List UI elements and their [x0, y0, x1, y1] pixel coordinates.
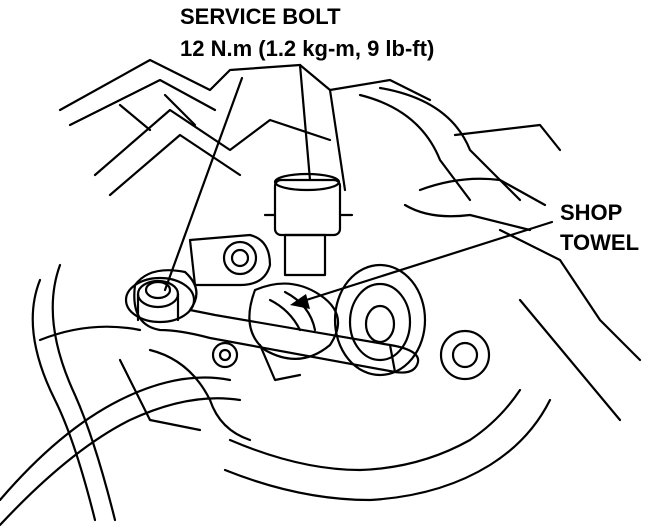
left-hoses — [0, 263, 242, 527]
service-bolt-leader — [163, 76, 244, 292]
service-bolt-torque: 12 N.m (1.2 kg-m, 9 lb-ft) — [180, 36, 435, 61]
wrench — [133, 269, 420, 374]
service-bolt-title: SERVICE BOLT — [180, 4, 341, 29]
shop-towel-label-line1: SHOP — [560, 200, 623, 225]
leader-lines — [163, 76, 554, 309]
shop-towel-label-line2: TOWEL — [560, 230, 640, 255]
sensor-fitting — [263, 172, 354, 277]
bracket — [188, 233, 272, 287]
shop-towel-leader — [298, 220, 554, 304]
coolant-hose — [223, 388, 552, 502]
lower-details — [118, 341, 302, 442]
upper-housing — [58, 58, 642, 422]
pulley-assembly — [333, 263, 491, 381]
shop-towel-arrowhead — [290, 294, 310, 309]
